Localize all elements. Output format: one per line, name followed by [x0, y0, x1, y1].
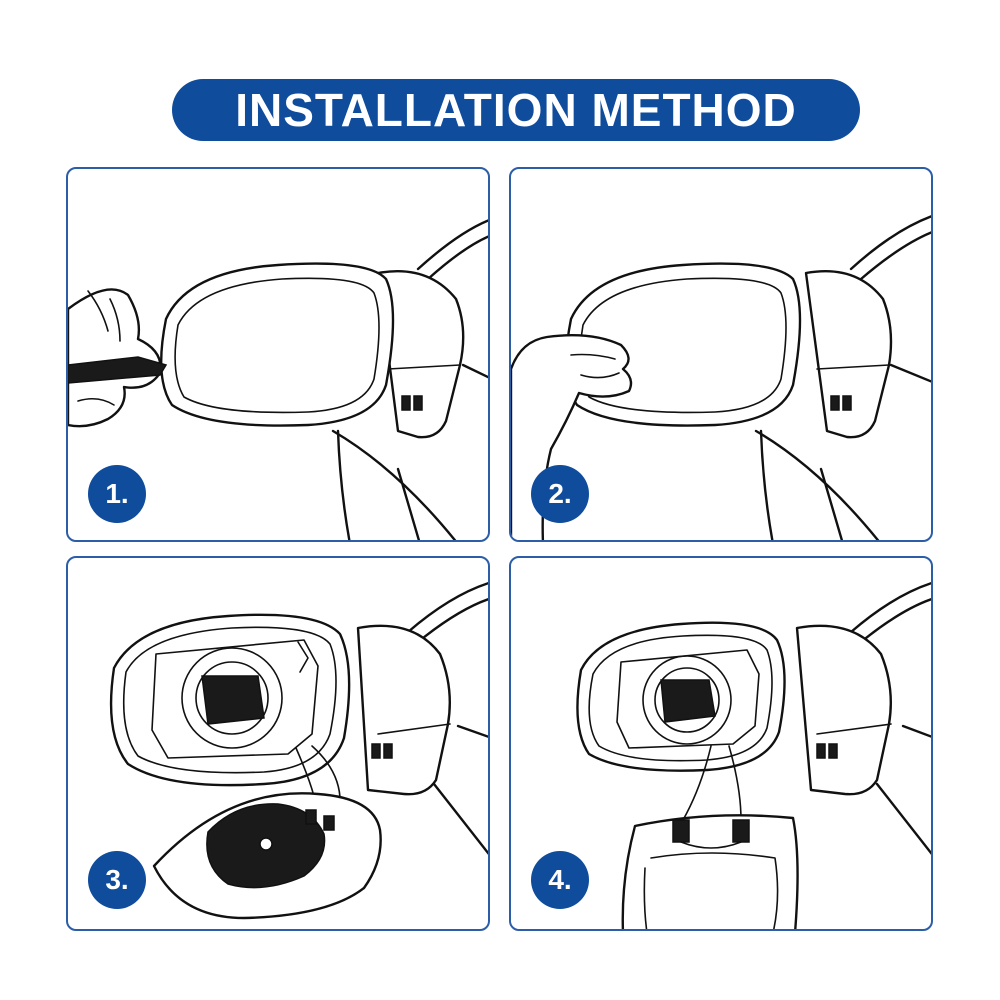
step-1-illustration [68, 219, 488, 540]
step-4-illustration [576, 582, 931, 929]
step-4-badge: 4. [531, 851, 589, 909]
step-2-badge: 2. [531, 465, 589, 523]
step-1-panel: 1. [66, 167, 490, 542]
page-title: INSTALLATION METHOD [235, 84, 797, 136]
step-2-panel: 2. [509, 167, 933, 542]
step-3-number: 3. [105, 864, 129, 895]
step-2-number: 2. [548, 478, 572, 509]
step-3-illustration [109, 582, 488, 920]
step-2-illustration [511, 215, 931, 540]
title-banner: INSTALLATION METHOD [172, 79, 860, 141]
step-3-panel: 3. [66, 556, 490, 931]
step-3-badge: 3. [88, 851, 146, 909]
step-1-number: 1. [105, 478, 129, 509]
step-4-number: 4. [548, 864, 572, 895]
step-4-panel: 4. [509, 556, 933, 931]
step-1-badge: 1. [88, 465, 146, 523]
